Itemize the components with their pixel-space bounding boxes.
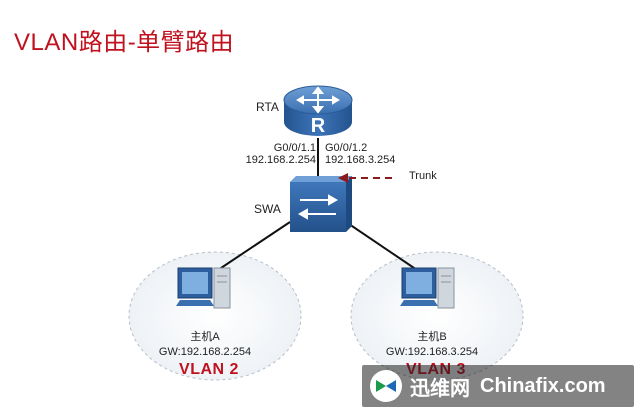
chinafix-logo-icon (370, 370, 402, 402)
switch-name: SWA (254, 202, 281, 216)
switch-icon (290, 176, 352, 232)
interface-1-ip: 192.168.2.254 (245, 154, 316, 166)
interface-2-port: G0/0/1.2 (325, 142, 368, 154)
host-a-name: 主机A (190, 331, 220, 343)
interface-2-ip: 192.168.3.254 (325, 154, 396, 166)
watermark-english-text: Chinafix.com (480, 374, 606, 397)
router-name: RTA (256, 100, 279, 114)
watermark-chinese-text: 迅维网 (410, 377, 470, 400)
trunk-label: Trunk (409, 170, 437, 182)
link-switch-host-b (345, 221, 421, 273)
router-icon (283, 85, 353, 136)
vlan-3-area (350, 251, 524, 381)
trunk-arrow-icon (338, 173, 392, 183)
host-b-name: 主机B (417, 331, 447, 343)
vlan-2-area (128, 251, 302, 381)
host-b-computer-icon (400, 267, 455, 309)
interface-1-port: G0/0/1.1 (273, 142, 316, 154)
router-letter: R (311, 115, 326, 137)
link-switch-host-a (214, 221, 291, 273)
host-a-gateway: GW:192.168.2.254 (158, 346, 252, 358)
host-b-gateway: GW:192.168.3.254 (385, 346, 479, 358)
page-title: VLAN路由-单臂路由 (14, 29, 235, 56)
host-a-computer-icon (176, 267, 231, 309)
watermark-banner: 迅维网 Chinafix.com (362, 365, 634, 407)
vlan-2-label: VLAN 2 (179, 361, 239, 378)
